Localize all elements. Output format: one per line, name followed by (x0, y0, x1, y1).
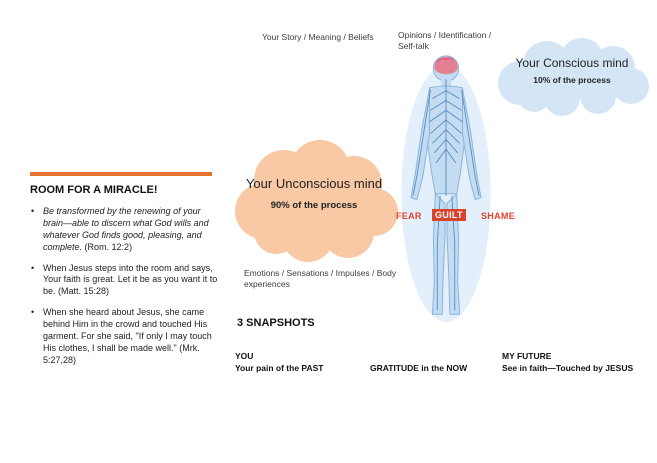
bullet-ref: (Matt. 15:28) (58, 286, 110, 297)
fear-label: FEAR (396, 211, 422, 221)
brain-fold (436, 57, 455, 62)
snapshot-title: YOU (235, 351, 254, 361)
bullet-text: When Jesus steps into the room and says,… (43, 262, 218, 297)
bullet-item: • Be transformed by the renewing of your… (30, 206, 222, 254)
bullet-text: Be transformed by the renewing of your b… (43, 206, 209, 252)
snapshot-now: GRATITUDE in the NOW (370, 362, 467, 374)
panel-heading: ROOM FOR A MIRACLE! (30, 184, 158, 196)
snapshot-subtitle: See in faith—Touched by JESUS (502, 363, 634, 374)
human-body-figure (396, 50, 496, 322)
cloud-shape-icon (235, 140, 398, 262)
bullet-ref: (Mrk. 5:27,28) (43, 342, 200, 365)
opinions-label: Opinions / Identification / Self-talk (398, 30, 492, 52)
snapshot-subtitle: Your pain of the PAST (235, 363, 324, 374)
unconscious-cloud-subtitle: 90% of the process (270, 200, 358, 211)
guilt-label: GUILT (432, 209, 466, 221)
bullet-ref: (Rom. 12:2) (84, 241, 133, 252)
bullet-list: • Be transformed by the renewing of your… (30, 206, 222, 376)
snapshot-title: MY FUTURE (502, 351, 552, 361)
conscious-cloud-title: Your Conscious mind (515, 56, 629, 70)
bullet-marker: • (31, 262, 35, 273)
story-label: Your Story / Meaning / Beliefs (262, 32, 374, 42)
unconscious-cloud: Your Unconscious mind 90% of the process (228, 136, 400, 264)
unconscious-cloud-title: Your Unconscious mind (245, 176, 383, 191)
bullet-item: • When she heard about Jesus, she came b… (30, 307, 222, 366)
orange-divider (30, 172, 212, 176)
right-arm (462, 88, 482, 201)
shame-label: SHAME (481, 211, 516, 221)
conscious-cloud: Your Conscious mind 10% of the process (492, 38, 652, 118)
bullet-item: • When Jesus steps into the room and say… (30, 263, 222, 299)
snapshot-future: MY FUTURE See in faith—Touched by JESUS (502, 350, 633, 375)
snapshots-heading: 3 SNAPSHOTS (237, 317, 315, 329)
left-arm (410, 88, 430, 201)
conscious-cloud-subtitle: 10% of the process (533, 75, 611, 85)
snapshot-past: YOU Your pain of the PAST (235, 350, 323, 375)
snapshot-subtitle: GRATITUDE in the NOW (370, 363, 468, 373)
brain-icon (434, 56, 458, 75)
bullet-text: When she heard about Jesus, she came beh… (43, 307, 212, 353)
bullet-marker: • (31, 206, 35, 216)
bullet-marker: • (31, 307, 35, 318)
body-illustration-icon (401, 55, 491, 322)
cloud-shape-icon (498, 38, 649, 116)
emotions-label: Emotions / Sensations / Impulses / Body … (244, 268, 397, 290)
